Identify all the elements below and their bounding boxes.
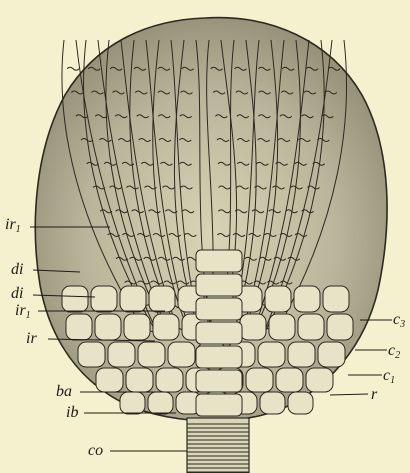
calyx-plate	[318, 342, 345, 367]
calyx-plate	[148, 392, 173, 414]
calyx-plate	[260, 392, 285, 414]
label-c1: c1	[383, 368, 395, 386]
calyx-plate	[240, 314, 266, 340]
calyx-plate	[168, 342, 195, 367]
calyx-plate	[95, 314, 121, 340]
calyx-plate	[120, 286, 146, 312]
calyx-plate	[298, 314, 324, 340]
calyx-plate	[246, 368, 273, 392]
calyx-plate	[269, 314, 295, 340]
column-stem	[187, 418, 249, 473]
label-ir: ir	[26, 331, 37, 347]
calyx-plate	[66, 314, 92, 340]
radial-plate	[196, 322, 242, 344]
calyx-plate	[108, 342, 135, 367]
calyx-plate	[78, 342, 105, 367]
calyx-plate	[306, 368, 333, 392]
label-di-b: di	[11, 286, 23, 302]
label-ir1: ir1	[15, 303, 31, 321]
radial-plate	[196, 370, 242, 392]
label-ib: ib	[66, 405, 78, 421]
calyx-plate	[258, 342, 285, 367]
calyx-plate	[96, 368, 123, 392]
calyx-plate	[265, 286, 291, 312]
calyx-plate	[126, 368, 153, 392]
label-di-a: di	[11, 262, 23, 278]
calyx-plate	[120, 392, 145, 414]
radial-plate	[196, 298, 242, 320]
calyx-plate	[62, 286, 88, 312]
radial-plate	[196, 346, 242, 368]
label-ir1-top: ir1	[5, 217, 21, 235]
label-c2: c2	[388, 343, 400, 361]
calyx-plate	[323, 286, 349, 312]
calyx-plate	[288, 342, 315, 367]
label-c3: c3	[393, 312, 405, 330]
calyx-plate	[153, 314, 179, 340]
calyx-plate	[156, 368, 183, 392]
calyx-plate	[138, 342, 165, 367]
label-co: co	[88, 443, 103, 459]
calyx-plate	[276, 368, 303, 392]
radial-plate	[196, 250, 242, 272]
arm-brachial-mark	[67, 67, 79, 70]
calyx-plate	[294, 286, 320, 312]
calyx-plate	[91, 286, 117, 312]
leader-line	[330, 394, 368, 395]
label-ba: ba	[56, 384, 72, 400]
radial-plate	[196, 274, 242, 296]
calyx-plate	[124, 314, 150, 340]
calyx-plate	[288, 392, 313, 414]
radial-plate	[196, 394, 242, 416]
calyx-plate	[327, 314, 353, 340]
calyx-plate	[149, 286, 175, 312]
label-r: r	[371, 387, 377, 403]
